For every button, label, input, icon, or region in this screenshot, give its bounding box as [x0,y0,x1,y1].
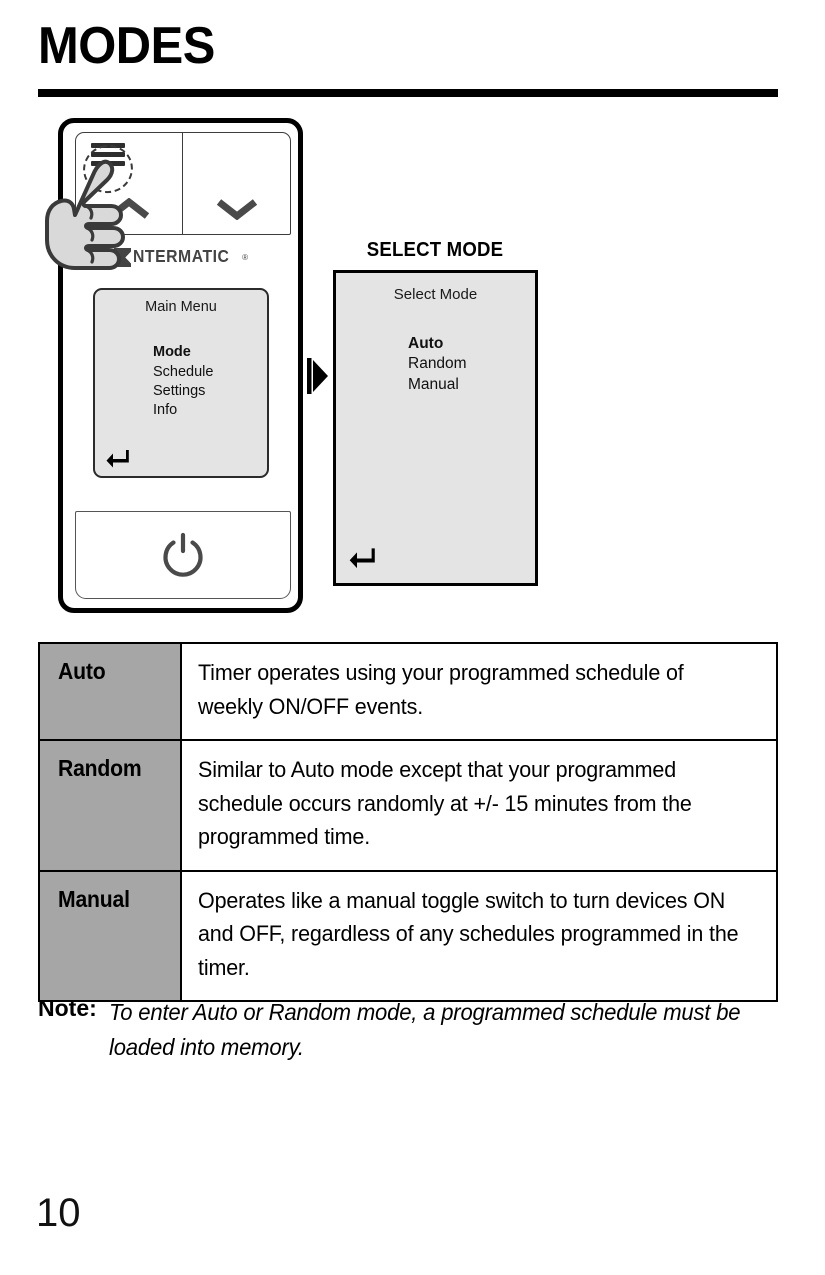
title-divider [38,89,778,97]
lcd-menu-list: Mode Schedule Settings Info [95,343,267,420]
device-lcd-screen: Main Menu Mode Schedule Settings Info [93,288,269,478]
lcd-mode-item-manual[interactable]: Manual [408,375,459,393]
mode-description-text: Timer operates using your programmed sch… [198,660,684,719]
lcd-mode-list: Auto Random Manual [336,334,535,395]
lcd-menu-item-info[interactable]: Info [153,401,178,418]
mode-description-text: Similar to Auto mode except that your pr… [198,757,692,850]
modes-table: Auto Timer operates using your programme… [38,641,778,1003]
mode-description-random: Similar to Auto mode except that your pr… [180,739,778,872]
table-row: Random Similar to Auto mode except that … [38,739,778,872]
mode-label-random: Random [38,739,182,872]
lcd-title: Select Mode [393,286,478,303]
registered-mark: ® [242,252,249,262]
power-icon [161,532,205,578]
lcd-mode-item-random[interactable]: Random [408,355,467,373]
table-row: Auto Timer operates using your programme… [38,641,778,742]
mode-label-auto: Auto [38,641,182,742]
enter-return-icon [105,448,129,470]
note-block: Note: To enter Auto or Random mode, a pr… [38,995,778,1064]
note-text: To enter Auto or Random mode, a programm… [108,999,741,1060]
mode-label-text: Manual [58,885,130,912]
table-row: Manual Operates like a manual toggle swi… [38,869,778,1003]
down-button[interactable] [183,133,290,234]
mode-label-text: Random [58,755,142,782]
page-number: 10 [36,1191,81,1235]
device-illustration: NTERMATIC ® Main Menu Mode Schedule Sett… [0,110,825,630]
lcd-title: Main Menu [145,299,217,315]
lcd-menu-item-schedule[interactable]: Schedule [153,363,214,380]
mode-label-manual: Manual [38,869,182,1003]
select-mode-heading: SELECT MODE [366,239,504,261]
flow-arrow-icon [307,358,329,394]
mode-description-auto: Timer operates using your programmed sch… [180,641,778,742]
hand-pointer-icon [41,151,161,283]
chevron-down-icon [215,198,259,220]
lcd-menu-item-mode[interactable]: Mode [153,344,191,361]
note-label: Note: [38,995,97,1021]
mode-label-text: Auto [58,658,106,684]
mode-description-manual: Operates like a manual toggle switch to … [180,869,778,1003]
timer-device: NTERMATIC ® Main Menu Mode Schedule Sett… [45,118,303,613]
enter-return-icon [348,546,375,571]
power-button[interactable] [75,511,291,599]
page-title: MODES [38,17,215,75]
lcd-menu-item-settings[interactable]: Settings [153,382,206,399]
select-mode-lcd-screen: Select Mode Auto Random Manual [333,270,538,586]
lcd-mode-item-auto[interactable]: Auto [408,335,444,352]
mode-description-text: Operates like a manual toggle switch to … [198,887,739,980]
brand-name: NTERMATIC [132,246,230,267]
